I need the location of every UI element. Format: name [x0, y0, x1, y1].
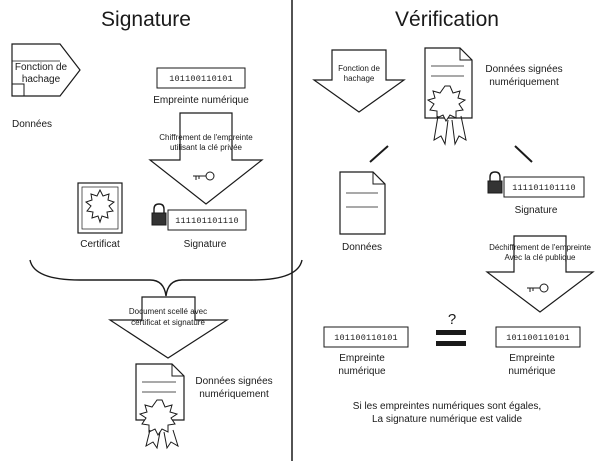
signed-data-label-1: Données signées	[195, 376, 272, 387]
decryption-text-2: Avec la clé publique	[504, 253, 576, 262]
hash-function-arrow-icon	[11, 43, 81, 97]
fingerprint-box	[156, 67, 246, 89]
fingerprint-bits: 101100110101	[169, 74, 233, 84]
sealed-text-1: Document scellé avec	[129, 307, 207, 316]
verification-signed-data-label-1: Données signées	[485, 64, 562, 75]
signature-box	[167, 209, 247, 231]
conclusion-line-2: La signature numérique est valide	[372, 414, 523, 425]
signed-data-label-2: numériquement	[199, 389, 269, 400]
signed-document-icon	[135, 363, 185, 450]
data-document-icon	[339, 171, 386, 235]
encryption-text-2: utilisant la clé privée	[170, 143, 243, 152]
fingerprint-right-box	[495, 326, 581, 348]
grouping-brace	[29, 259, 303, 297]
lock-icon	[151, 203, 167, 226]
verification-hash-arrow	[312, 49, 406, 113]
fingerprint-right-label-1: Empreinte	[509, 353, 555, 364]
certificate-icon	[77, 182, 123, 234]
fingerprint-right-bits: 101100110101	[506, 333, 570, 343]
question-mark: ?	[448, 311, 456, 328]
verification-title: Vérification	[395, 8, 499, 31]
conclusion-line-1: Si les empreintes numériques sont égales…	[353, 401, 541, 412]
encryption-text-1: Chiffrement de l'empreinte	[159, 133, 253, 142]
verification-signature-box	[503, 176, 585, 198]
verification-signed-data-label-2: numériquement	[489, 77, 559, 88]
decryption-text-1: Déchiffrement de l'empreinte	[489, 243, 591, 252]
verification-signed-document-icon	[424, 47, 473, 146]
verification-signature-label: Signature	[515, 205, 558, 216]
signature-label: Signature	[184, 239, 227, 250]
public-key-icon	[527, 283, 549, 293]
decryption-arrow	[485, 235, 595, 313]
private-key-icon	[193, 171, 215, 181]
fingerprint-left-box	[323, 326, 409, 348]
signature-title: Signature	[101, 8, 191, 31]
verification-hash-label-2: hachage	[344, 74, 375, 83]
data-label: Données	[12, 119, 52, 130]
sealed-text-2: certificat et signature	[131, 318, 205, 327]
verification-data-label: Données	[342, 242, 382, 253]
signature-bits: 111101101110	[175, 216, 239, 226]
fingerprint-left-label-2: numérique	[338, 366, 386, 377]
verification-signature-bits: 111101101110	[512, 183, 576, 193]
certificate-label: Certificat	[80, 239, 120, 250]
fingerprint-left-label-1: Empreinte	[339, 353, 385, 364]
fingerprint-label: Empreinte numérique	[153, 95, 249, 106]
equals-sign-icon	[436, 330, 466, 346]
hash-function-label-1: Fonction de	[15, 62, 68, 73]
hash-function-label-2: hachage	[22, 74, 61, 85]
verification-hash-label-1: Fonction de	[338, 64, 380, 73]
fingerprint-right-label-2: numérique	[508, 366, 556, 377]
sealed-document-arrow	[107, 296, 230, 359]
split-line-right	[514, 145, 533, 163]
split-line-left	[369, 145, 389, 163]
encryption-arrow	[148, 112, 264, 205]
fingerprint-left-bits: 101100110101	[334, 333, 398, 343]
verification-lock-icon	[487, 171, 503, 194]
